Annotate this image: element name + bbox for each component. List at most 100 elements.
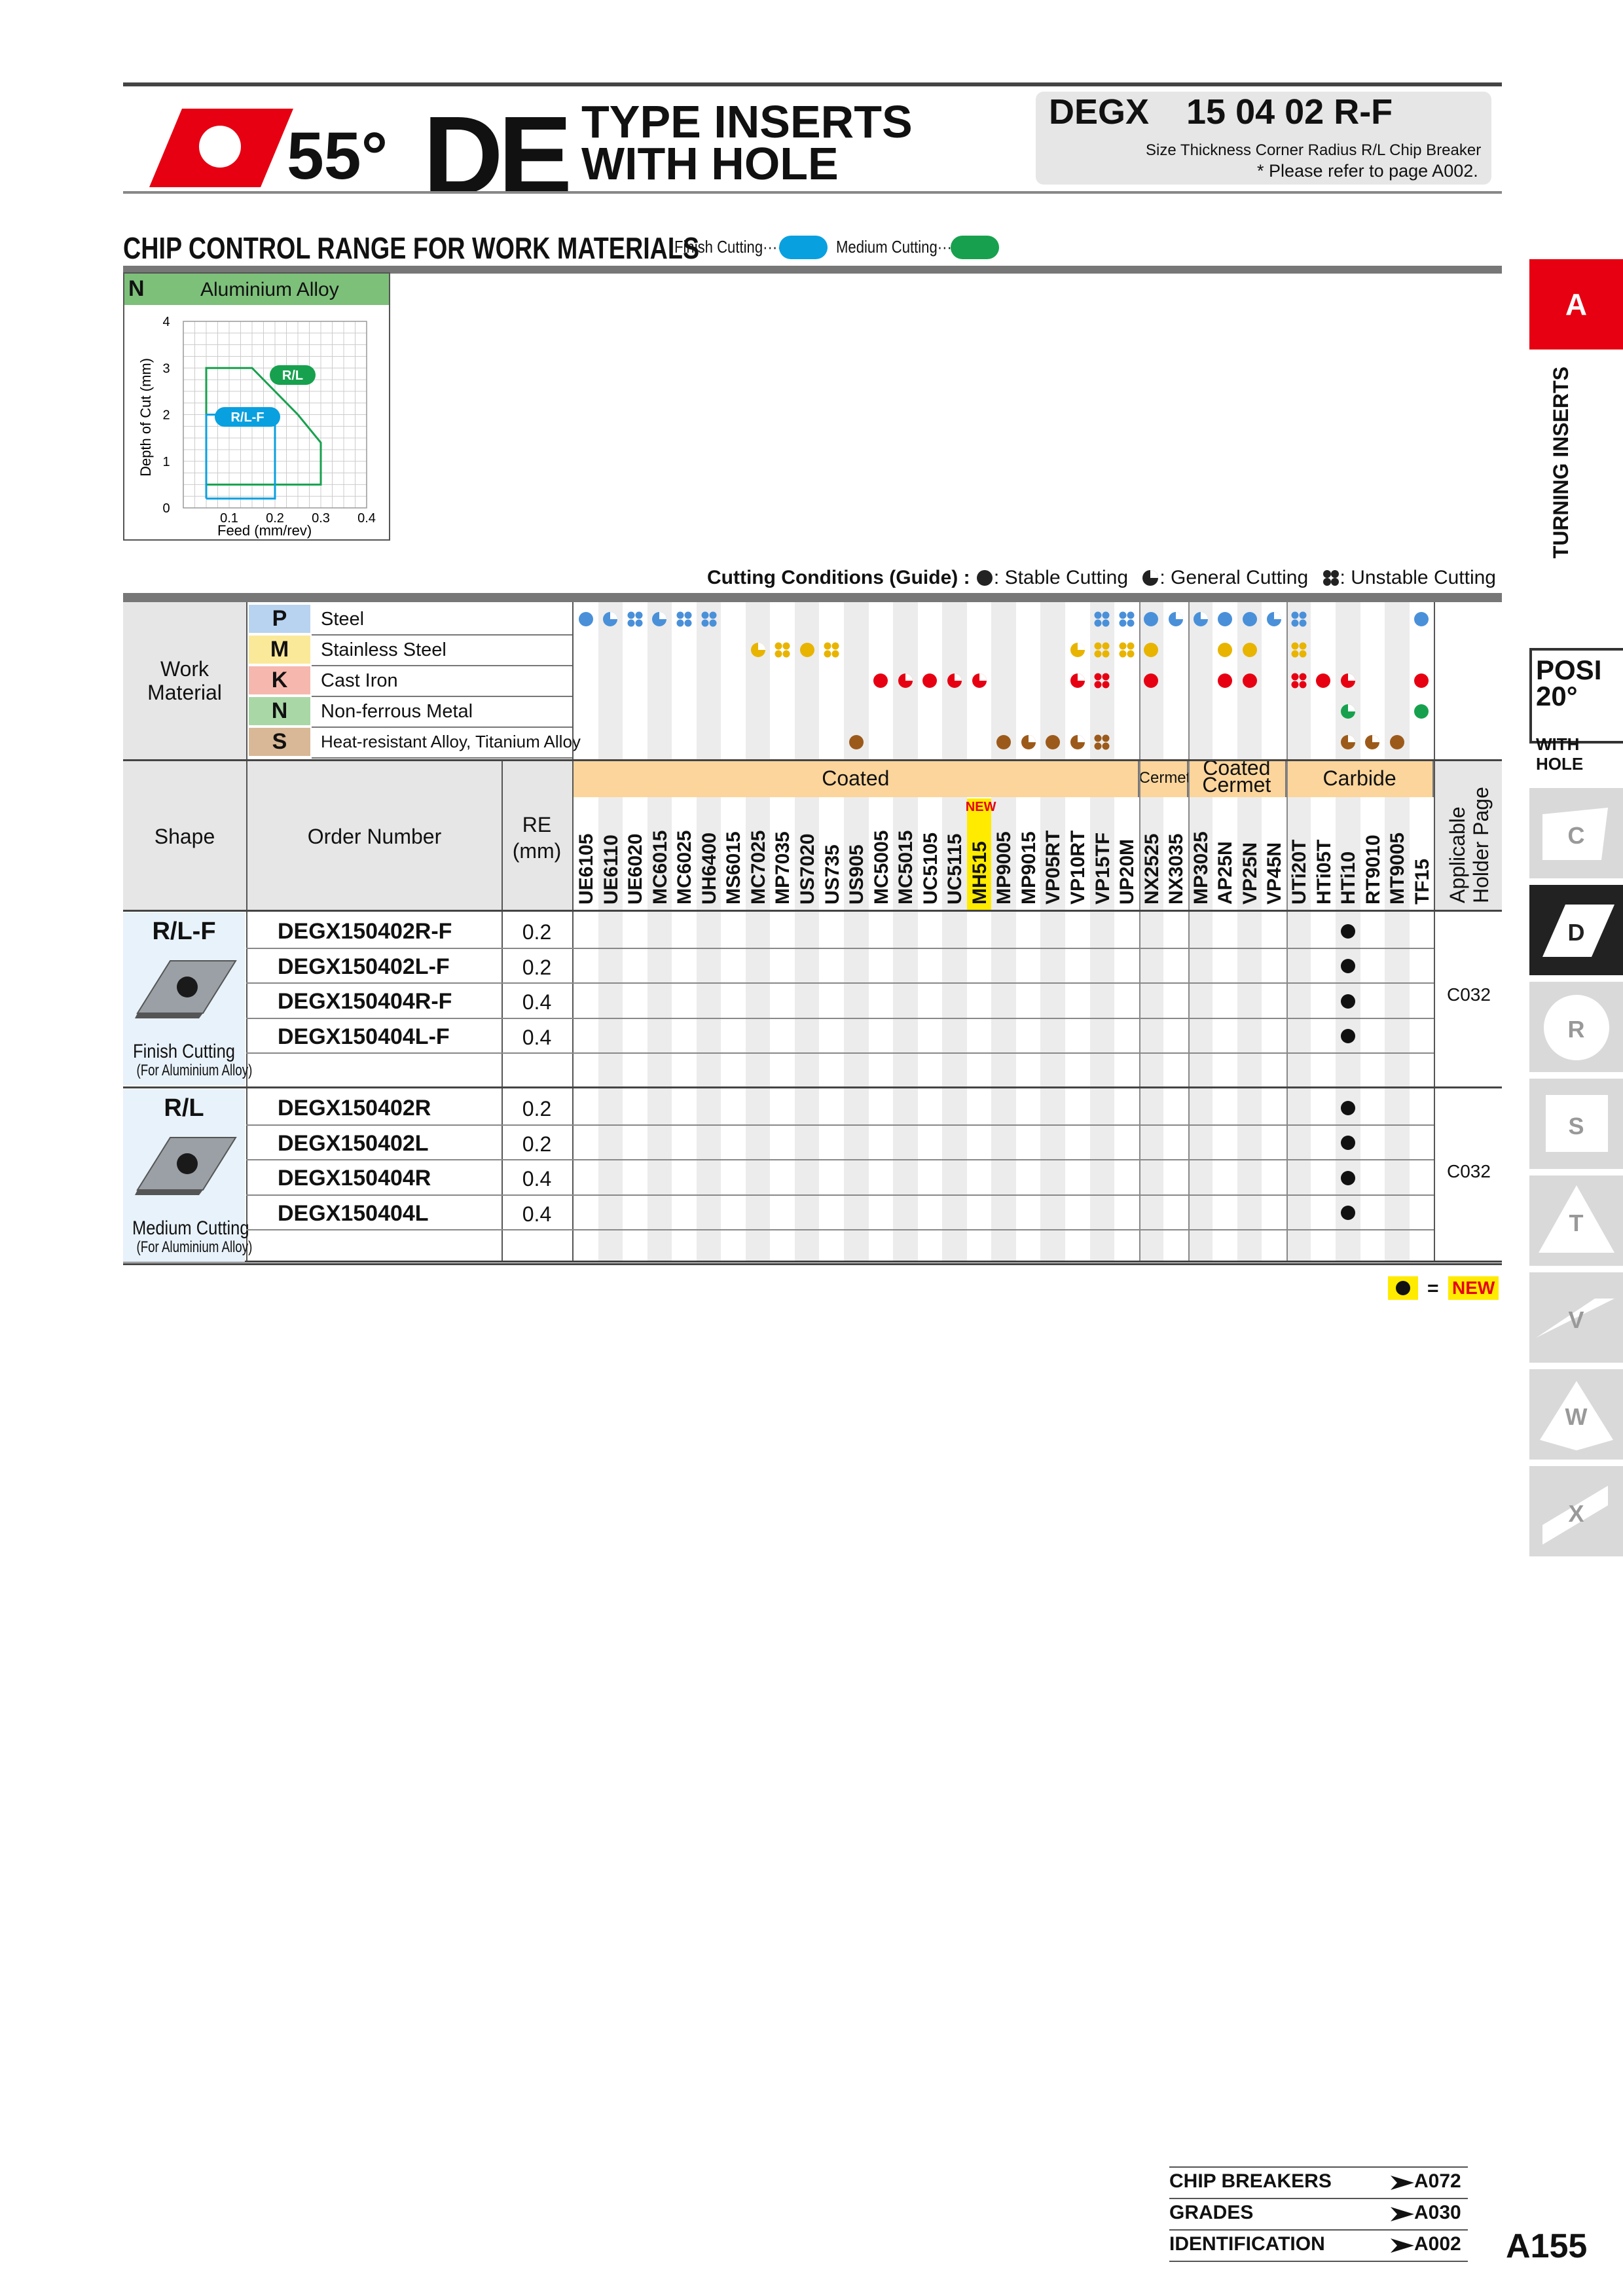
table-rule [123, 910, 1502, 912]
column-separator [501, 759, 503, 1261]
stock-mark-icon [1340, 994, 1355, 1009]
stock-mark-icon [1340, 1170, 1355, 1185]
footer-ref-page[interactable]: A072 [1414, 2170, 1461, 2192]
holder-page[interactable]: C032 [1447, 984, 1491, 1005]
tab-v[interactable]: V [1529, 1272, 1623, 1363]
grade-name: UP20M [1116, 838, 1139, 905]
footer-ref-page[interactable]: A002 [1414, 2233, 1461, 2255]
stable-cutting-mark-icon [1414, 611, 1429, 626]
tab-d[interactable]: D [1529, 885, 1623, 975]
insert-logo-icon [149, 109, 293, 187]
footer-top-rule [1169, 2166, 1468, 2168]
table-top-rule [123, 593, 1502, 602]
tab-w[interactable]: W [1529, 1369, 1623, 1460]
footer-ref-label[interactable]: GRADES [1169, 2202, 1254, 2223]
header-cells [123, 759, 574, 910]
tab-r[interactable]: R [1529, 982, 1623, 1072]
new-legend-dot-icon [1396, 1281, 1410, 1295]
stable-cutting-mark-icon [873, 673, 888, 688]
insert-shape-d-icon [1542, 905, 1614, 957]
series-outline [205, 367, 322, 486]
material-name: Heat-resistant Alloy, Titanium Alloy [321, 732, 581, 751]
footer-ref-label[interactable]: CHIP BREAKERS [1169, 2170, 1332, 2192]
stable-cutting-mark-icon [1046, 734, 1061, 749]
footer-ref-label[interactable]: IDENTIFICATION [1169, 2233, 1325, 2255]
general-cutting-mark-icon [898, 673, 913, 688]
header-rule [123, 82, 1502, 86]
shape-col-header: Shape [154, 825, 215, 848]
footer-ref-rule [1169, 2229, 1468, 2231]
hole-label: HOLE [1536, 754, 1584, 774]
chip-control-chart [123, 272, 390, 541]
insert-photo-icon [135, 960, 237, 1018]
new-legend-swatch [1388, 1276, 1418, 1300]
insert-shape-t-icon [1539, 1185, 1614, 1253]
stable-cutting-mark-icon [922, 673, 938, 688]
group-separator [1286, 602, 1288, 1261]
insert-shape-s-icon [1546, 1095, 1608, 1152]
grade-name: UTi20T [1288, 839, 1310, 905]
legend-finish: Finish Cutting····· [674, 237, 787, 257]
tab-s[interactable]: S [1529, 1079, 1623, 1169]
grade-name: MP9005 [993, 831, 1015, 905]
grade-name: UE6110 [600, 834, 622, 905]
tab-a[interactable]: A [1529, 259, 1623, 350]
general-cutting-mark-icon [1193, 611, 1208, 626]
shape-desc-note: (For Aluminium Alloy) [136, 1238, 253, 1256]
unstable-cutting-mark-icon [1291, 642, 1307, 657]
posi-angle: 20° [1536, 681, 1578, 711]
general-cutting-mark-icon [1340, 734, 1355, 749]
unstable-cutting-mark-icon [775, 642, 790, 657]
general-cutting-mark-icon [1021, 734, 1036, 749]
posi-label: POSI [1536, 655, 1602, 685]
material-row-rule [312, 726, 574, 728]
y-tick-label: 2 [162, 408, 170, 423]
order-number: DEGX150402L-F [278, 954, 450, 979]
grade-column [917, 602, 943, 1261]
order-number: DEGX150404L-F [278, 1024, 450, 1049]
stable-cutting-mark-icon [1144, 642, 1159, 657]
insert-photo-icon [135, 1137, 237, 1195]
tab-letter: X [1568, 1500, 1584, 1527]
posi-tab[interactable] [1529, 648, 1623, 744]
grade-name: VP05RT [1042, 830, 1065, 905]
tab-t[interactable]: T [1529, 1175, 1623, 1266]
general-cutting-mark-icon [750, 642, 765, 657]
chart-ylabel: Depth of Cut (mm) [137, 358, 154, 476]
corner-radius: 0.4 [522, 1167, 552, 1191]
plot-frame [183, 321, 367, 509]
grade-name: VP45N [1264, 842, 1286, 905]
section-rule [123, 266, 1502, 274]
order-col-header: Order Number [307, 825, 442, 848]
insert-shape-x-icon [1542, 1486, 1608, 1545]
x-tick-label: 0.2 [266, 511, 284, 526]
tab-x[interactable]: X [1529, 1466, 1623, 1556]
unstable-cutting-mark-icon [676, 611, 692, 626]
insert-angle: 55° [287, 118, 388, 193]
material-code-k: K [249, 666, 310, 694]
chart-header [124, 274, 389, 305]
footer-ref-page[interactable]: A030 [1414, 2202, 1461, 2223]
unstable-cutting-mark-icon [627, 611, 643, 626]
grade-column [647, 602, 672, 1261]
grade-name: UC5115 [944, 833, 966, 905]
grade-column [574, 602, 598, 1261]
unstable-label: : Unstable Cutting [1340, 567, 1496, 588]
tab-c[interactable]: C [1529, 788, 1623, 878]
row-rule [246, 1194, 1434, 1196]
grade-name: MC6015 [649, 830, 671, 905]
rl-chart-badge [270, 365, 316, 385]
grade-name: UE6105 [575, 833, 597, 905]
holder-page[interactable]: C032 [1447, 1161, 1491, 1181]
legend-medium: Medium Cutting····· [836, 237, 962, 257]
order-number: DEGX150404L [278, 1200, 429, 1226]
unstable-cutting-mark-icon [1094, 642, 1110, 657]
grade-column [672, 602, 697, 1261]
grade-name: MP7035 [772, 831, 794, 905]
grade-column [1163, 602, 1188, 1261]
general-cutting-mark-icon [1070, 734, 1085, 749]
stable-cutting-mark-icon [1242, 673, 1257, 688]
column-separator [572, 759, 574, 1261]
order-number: DEGX150404R [278, 1166, 431, 1191]
grade-name: MP3025 [1190, 831, 1212, 905]
